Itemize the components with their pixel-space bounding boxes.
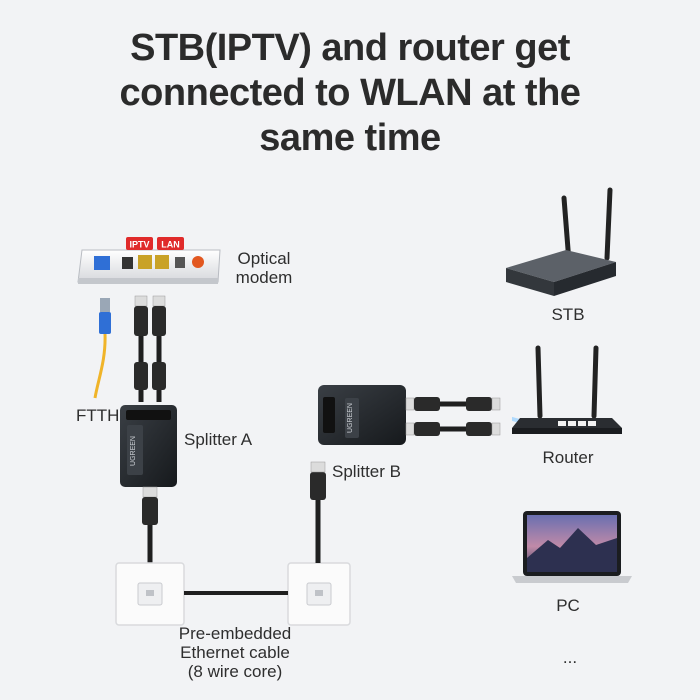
power-button: [192, 256, 204, 268]
splitter-b-label: Splitter B: [332, 462, 401, 481]
splitter-a-brand: UGREEN: [130, 436, 137, 466]
title-line-2: connected to WLAN at the: [119, 72, 581, 114]
stb-label: STB: [551, 305, 585, 324]
cable-a-down: [142, 486, 158, 565]
embedded-cable-label-line-3: (8 wire core): [187, 662, 283, 681]
optical-modem: IPTV LAN: [77, 237, 221, 284]
splitter-b: UGREEN: [318, 385, 406, 445]
title-line-3: same time: [259, 117, 441, 159]
patch-cords-a: [134, 295, 166, 402]
router-label: Router: [542, 448, 594, 467]
lan-tag-text: LAN: [161, 240, 180, 250]
phone-port: [122, 257, 133, 269]
optical-modem-label: Optical modem: [228, 249, 300, 287]
splitter-a-label: Splitter A: [184, 430, 253, 449]
iptv-port: [138, 255, 152, 269]
fiber-port: [94, 256, 110, 270]
pc-laptop: [512, 511, 632, 583]
splitter-b-brand: UGREEN: [347, 403, 354, 433]
iptv-tag: [126, 237, 153, 250]
title-line-1: STB(IPTV) and router get: [130, 27, 570, 69]
page-title: STB(IPTV) and router get connected to WL…: [0, 26, 700, 161]
fiber-cable: [93, 298, 111, 399]
optical-modem-label-line-2: modem: [235, 268, 293, 287]
pc-label: PC: [556, 596, 580, 615]
router-device: [512, 345, 622, 434]
cable-b-up: [310, 461, 326, 563]
wall-plate-2: [287, 562, 351, 626]
wall-plate-1: [115, 562, 185, 626]
splitter-a: UGREEN: [120, 405, 177, 487]
patch-cords-b: [405, 397, 501, 436]
lan-tag: [157, 237, 184, 250]
more-devices-label: ...: [562, 648, 578, 667]
optical-modem-label-line-1: Optical: [237, 249, 291, 268]
embedded-cable-label-line-2: Ethernet cable: [180, 643, 290, 662]
embedded-cable-label: Pre-embedded Ethernet cable (8 wire core…: [150, 624, 320, 681]
lan-port: [155, 255, 169, 269]
embedded-cable-label-line-1: Pre-embedded: [178, 624, 292, 643]
ftth-label: FTTH: [76, 406, 120, 425]
iptv-tag-text: IPTV: [129, 240, 149, 250]
